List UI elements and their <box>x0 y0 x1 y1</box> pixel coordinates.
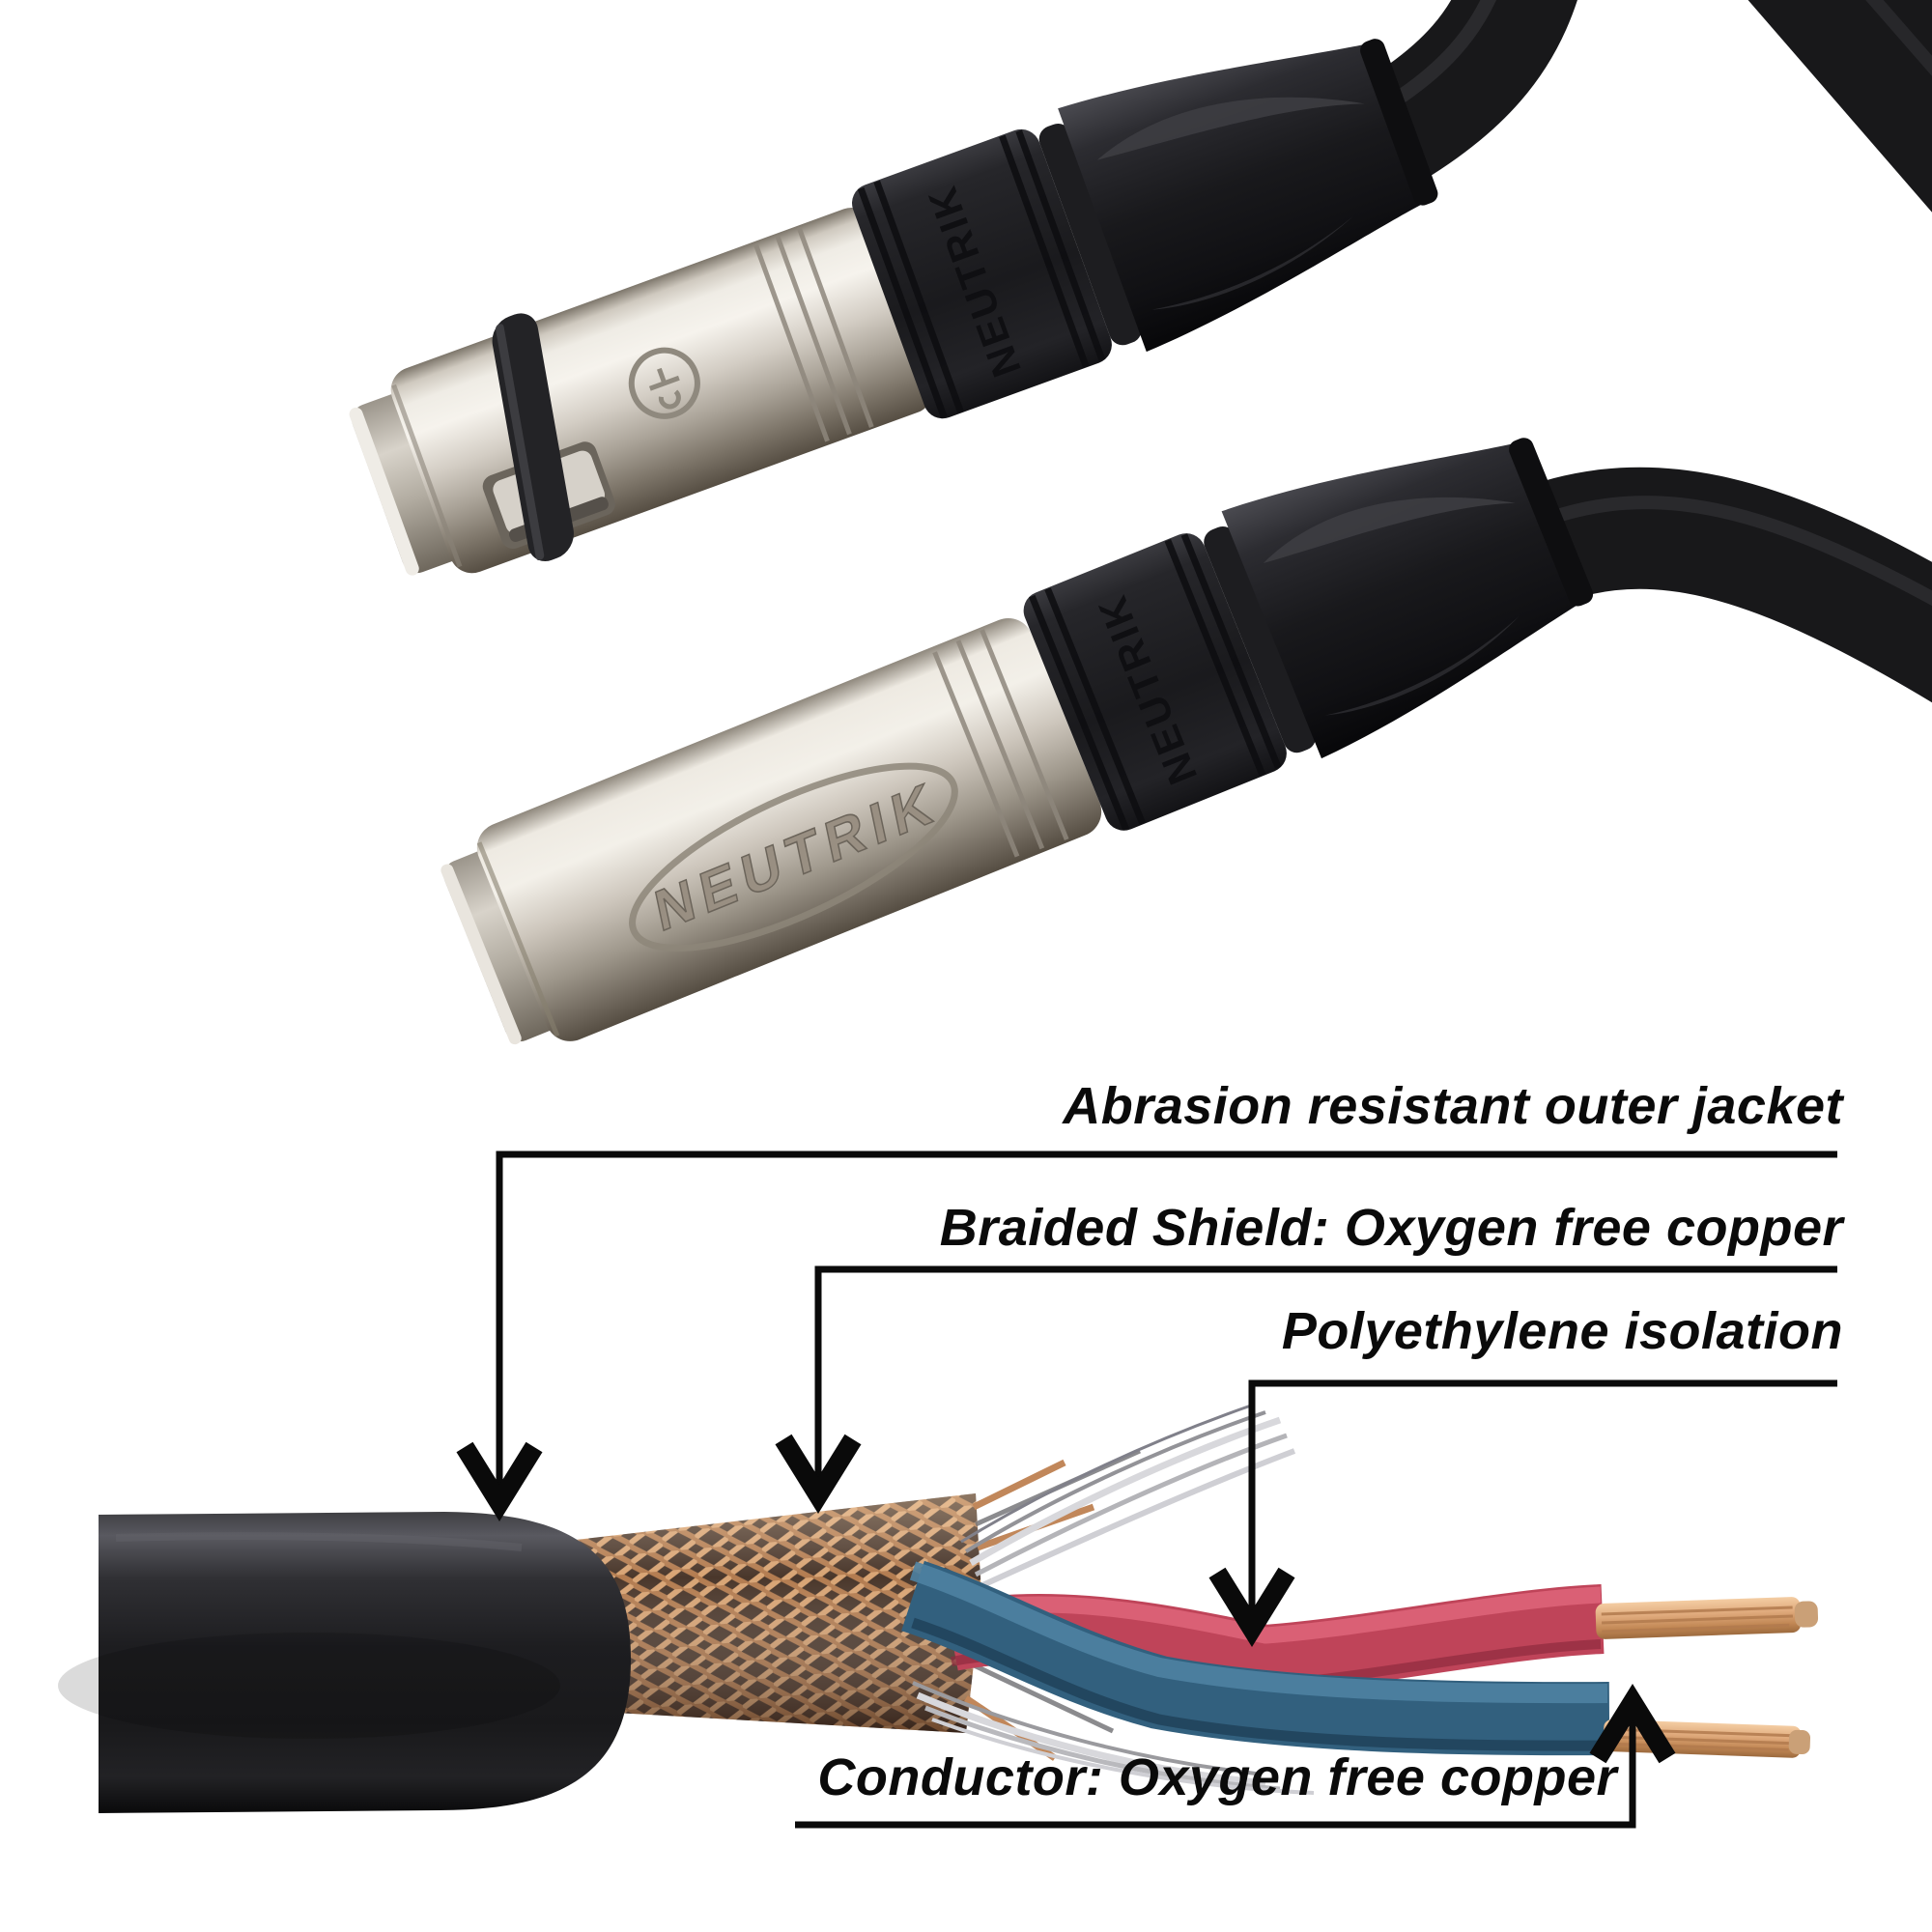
callout-line-braided-shield <box>814 1265 1837 1480</box>
arrow-down-outer-jacket-icon <box>456 1441 543 1521</box>
outer-jacket-cutaway <box>58 1512 632 1813</box>
arrow-up-conductor-icon <box>1589 1684 1676 1764</box>
neutrik-logo-emboss-icon <box>628 347 700 419</box>
callout-line-conductor <box>795 1716 1636 1829</box>
female-xlr-connector: NEUTRIK <box>349 39 1438 576</box>
callout-line-polyethylene <box>1248 1379 1837 1615</box>
label-outer-jacket: Abrasion resistant outer jacket <box>1063 1077 1843 1135</box>
arrow-down-polyethylene-icon <box>1208 1567 1295 1647</box>
label-polyethylene: Polyethylene isolation <box>1281 1302 1843 1360</box>
callout-lines <box>456 1151 1837 1829</box>
cable-corner-segment <box>1747 0 1932 213</box>
filler-fibers-lower <box>912 1681 1315 1795</box>
filler-fibers-upper <box>960 1404 1296 1589</box>
callout-line-outer-jacket <box>496 1151 1837 1488</box>
male-boot <box>1204 438 1594 759</box>
red-wire-conductor <box>1595 1597 1819 1639</box>
male-ribbed-ring: NEUTRIK <box>1023 533 1287 831</box>
female-boot <box>1038 39 1438 353</box>
braided-shield-mesh <box>576 1448 1142 1761</box>
arrow-down-braided-shield-icon <box>775 1434 862 1514</box>
female-front-face <box>352 391 468 574</box>
gasket-ring <box>492 313 574 561</box>
female-ribbed-ring: NEUTRIK <box>851 128 1112 419</box>
blue-insulated-wire <box>900 1560 1610 1756</box>
label-conductor: Conductor: Oxygen free copper <box>817 1748 1617 1806</box>
label-braided-shield: Braided Shield: Oxygen free copper <box>939 1199 1843 1257</box>
